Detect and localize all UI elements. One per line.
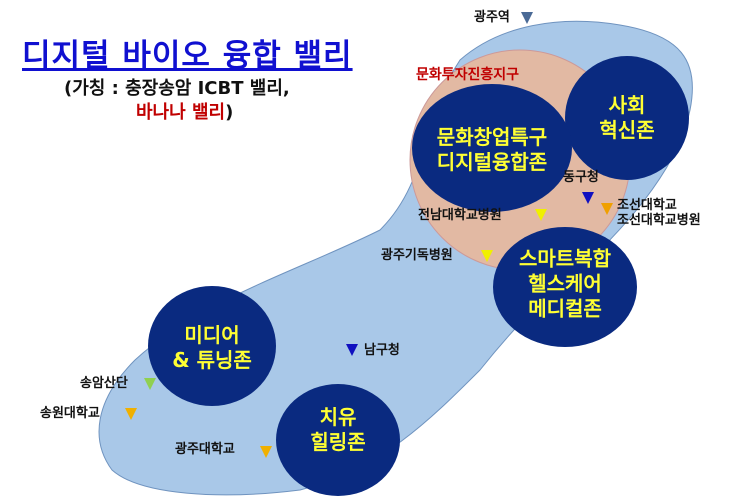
marker-triangle-icon (535, 209, 547, 221)
marker-triangle-icon (521, 12, 533, 24)
marker-label: 조선대학교 (617, 198, 677, 213)
zone-line: 디지털융합존 (436, 150, 548, 174)
zone-healing (276, 384, 400, 496)
zone-line: 치유 (319, 405, 357, 429)
zone-label-media: 미디어& 튜닝존 (172, 323, 252, 373)
marker-triangle-icon (346, 344, 358, 356)
marker-label: 남구청 (364, 343, 400, 358)
marker-label: 광주기독병원 (381, 248, 453, 263)
subtitle-line2: 바나나 밸리) (136, 98, 233, 124)
page-title: 디지털 바이오 융합 밸리 (22, 38, 353, 74)
marker-triangle-icon (582, 192, 594, 204)
nickname: 바나나 밸리 (136, 102, 226, 123)
paren: ) (225, 102, 234, 123)
zone-social-innovation (565, 56, 689, 180)
zone-line: 문화창업특구 (436, 125, 548, 149)
marker-triangle-icon (481, 250, 493, 262)
zone-line: 혁신존 (599, 118, 655, 142)
marker-label: 동구청 (563, 170, 599, 185)
zone-media-tuning (148, 286, 276, 406)
marker-label: 송암산단 (80, 376, 128, 391)
marker-label: 송원대학교 (40, 406, 100, 421)
district-label: 문화투자진흥지구 (416, 67, 520, 83)
marker-triangle-icon (601, 203, 613, 215)
marker-triangle-icon (125, 408, 137, 420)
marker-label: 전남대학교병원 (418, 208, 502, 223)
zone-line: 미디어 (184, 323, 240, 347)
marker-triangle-icon (260, 446, 272, 458)
subtitle: (가칭 : 충장송암 ICBT 밸리, (64, 78, 290, 99)
zone-line: 헬스케어 (528, 271, 602, 296)
zone-line: 스마트복합 (519, 246, 611, 271)
zone-line: & 튜닝존 (172, 348, 252, 372)
marker-triangle-icon (144, 378, 156, 390)
marker-label: 광주역 (474, 10, 510, 25)
zone-digital-convergence (412, 84, 572, 212)
marker-label: 조선대학교병원 (617, 213, 701, 228)
zone-smart-healthcare (493, 227, 637, 347)
zone-line: 사회 (608, 93, 646, 117)
zone-line: 힐링존 (310, 430, 366, 454)
marker-label: 광주대학교 (175, 442, 235, 457)
zone-line: 메디컬존 (528, 296, 602, 321)
